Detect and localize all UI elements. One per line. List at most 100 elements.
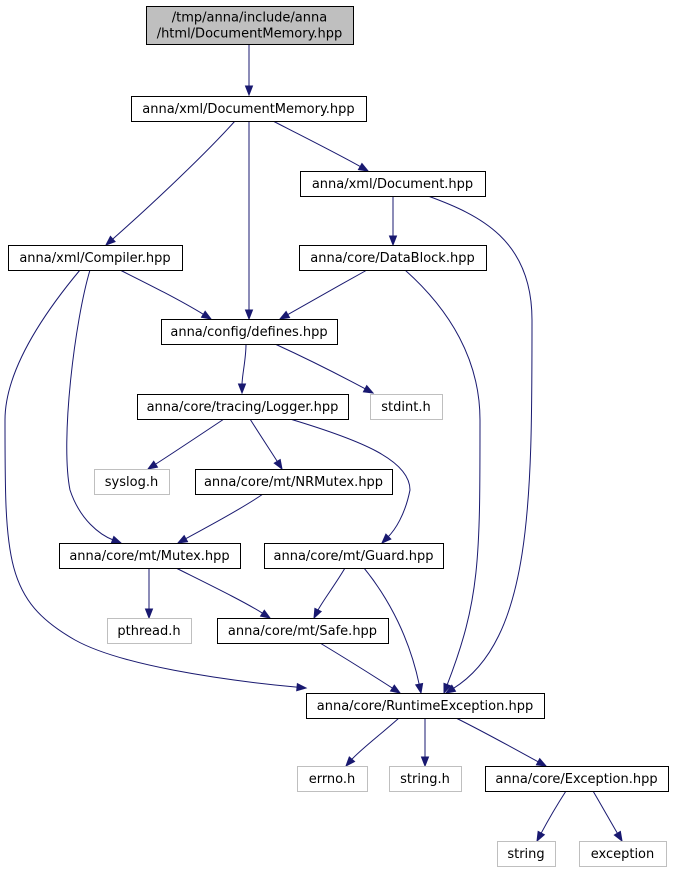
edge-line xyxy=(363,567,420,686)
node-config-defines[interactable]: anna/config/defines.hpp xyxy=(161,319,338,345)
node-errno: errno.h xyxy=(297,766,368,792)
edge-arrowhead xyxy=(443,682,452,695)
edge-xml_docmem-to-config_defines xyxy=(244,121,254,321)
node-label: anna/core/RuntimeException.hpp xyxy=(317,699,533,714)
edge-arrowhead xyxy=(444,684,457,694)
edge-line xyxy=(317,567,346,612)
node-label: syslog.h xyxy=(105,475,158,490)
node-box xyxy=(94,469,170,495)
edge-arrowhead xyxy=(357,162,370,172)
edge-line xyxy=(350,717,400,761)
node-stdint: stdint.h xyxy=(370,394,443,420)
edge-arrowhead xyxy=(414,682,424,695)
node-core-datablock[interactable]: anna/core/DataBlock.hpp xyxy=(299,245,487,271)
edge-xml_document-to-runtime_exc xyxy=(427,195,533,694)
edge-line xyxy=(404,269,481,686)
edge-arrowhead xyxy=(388,235,398,247)
edge-root-to-xml_docmem xyxy=(244,44,254,97)
node-box xyxy=(264,543,444,569)
edge-arrowhead xyxy=(259,609,272,619)
edge-guard-to-runtime_exc xyxy=(363,567,424,695)
node-label: anna/xml/Compiler.hpp xyxy=(19,251,170,266)
node-box xyxy=(297,766,368,792)
edge-arrowhead xyxy=(278,310,291,320)
node-label: anna/core/mt/Mutex.hpp xyxy=(69,549,229,564)
edge-line xyxy=(175,567,264,615)
node-box xyxy=(107,618,192,644)
node-box xyxy=(370,394,443,420)
edge-line xyxy=(249,418,279,463)
edge-runtime_exc-to-exception_hpp xyxy=(455,717,548,767)
node-label: pthread.h xyxy=(117,624,180,639)
node-mutex[interactable]: anna/core/mt/Mutex.hpp xyxy=(59,543,241,569)
node-box xyxy=(579,841,667,867)
edge-mutex-to-pthread xyxy=(144,568,154,620)
node-box xyxy=(485,766,669,792)
edge-arrowhead xyxy=(176,534,189,544)
edge-exception_hpp-to-string xyxy=(536,790,567,843)
edge-line xyxy=(455,717,540,763)
edge-arrowhead xyxy=(613,830,623,843)
edge-arrowhead xyxy=(273,458,283,471)
node-box xyxy=(161,319,338,345)
edge-arrowhead xyxy=(237,383,247,395)
node-xml-docmem[interactable]: anna/xml/DocumentMemory.hpp xyxy=(131,96,367,122)
edge-line xyxy=(427,195,533,690)
node-box xyxy=(300,171,486,197)
node-label: anna/xml/Document.hpp xyxy=(312,177,473,192)
node-box xyxy=(59,543,241,569)
edge-line xyxy=(540,790,567,835)
edge-xml_compiler-to-config_defines xyxy=(119,269,213,320)
edge-arrowhead xyxy=(296,682,308,692)
node-box xyxy=(306,693,545,719)
edge-arrowhead xyxy=(420,756,430,768)
node-pthread: pthread.h xyxy=(107,618,192,644)
edge-core_datablock-to-runtime_exc xyxy=(404,269,481,695)
node-logger[interactable]: anna/core/tracing/Logger.hpp xyxy=(137,394,349,420)
edge-line xyxy=(4,269,299,688)
node-label: string xyxy=(507,847,544,862)
edge-runtime_exc-to-string_h xyxy=(420,718,430,768)
node-root: /tmp/anna/include/anna/html/DocumentMemo… xyxy=(146,6,354,45)
edge-arrowhead xyxy=(144,608,154,620)
node-nrmutex[interactable]: anna/core/mt/NRMutex.hpp xyxy=(195,469,393,495)
node-box xyxy=(497,841,556,867)
node-label: anna/config/defines.hpp xyxy=(170,325,327,340)
edge-safe-to-runtime_exc xyxy=(319,642,402,694)
edge-line xyxy=(319,642,394,690)
node-exception: exception xyxy=(579,841,667,867)
edge-xml_docmem-to-xml_compiler xyxy=(104,120,236,246)
node-box xyxy=(137,394,349,420)
edge-arrowhead xyxy=(381,533,392,544)
node-label: stdint.h xyxy=(381,400,430,415)
node-label: anna/core/mt/NRMutex.hpp xyxy=(204,475,383,490)
node-xml-document[interactable]: anna/xml/Document.hpp xyxy=(300,171,486,197)
node-label: anna/core/mt/Safe.hpp xyxy=(228,624,377,639)
node-runtime-exc[interactable]: anna/core/RuntimeException.hpp xyxy=(306,693,545,719)
edge-core_datablock-to-config_defines xyxy=(278,269,368,320)
edge-line xyxy=(154,418,225,466)
edge-line xyxy=(272,120,362,168)
edge-arrowhead xyxy=(535,757,548,767)
node-box xyxy=(195,469,393,495)
node-box xyxy=(389,766,462,792)
edge-line xyxy=(592,790,619,835)
edge-arrowhead xyxy=(362,384,375,394)
edge-arrowhead xyxy=(536,830,546,843)
node-label: exception xyxy=(591,847,655,862)
edge-arrowhead xyxy=(110,535,123,544)
edge-arrowhead xyxy=(313,607,323,620)
node-xml-compiler[interactable]: anna/xml/Compiler.hpp xyxy=(8,245,183,271)
node-guard[interactable]: anna/core/mt/Guard.hpp xyxy=(264,543,444,569)
node-label: anna/core/Exception.hpp xyxy=(495,772,657,787)
node-syslog: syslog.h xyxy=(94,469,170,495)
node-safe[interactable]: anna/core/mt/Safe.hpp xyxy=(217,618,389,644)
node-label: string.h xyxy=(400,772,450,787)
node-string: string xyxy=(497,841,556,867)
node-box xyxy=(146,6,354,45)
edge-line xyxy=(286,269,368,316)
node-label: anna/core/DataBlock.hpp xyxy=(310,251,474,266)
edge-arrowhead xyxy=(104,235,116,246)
node-exception-hpp[interactable]: anna/core/Exception.hpp xyxy=(485,766,669,792)
